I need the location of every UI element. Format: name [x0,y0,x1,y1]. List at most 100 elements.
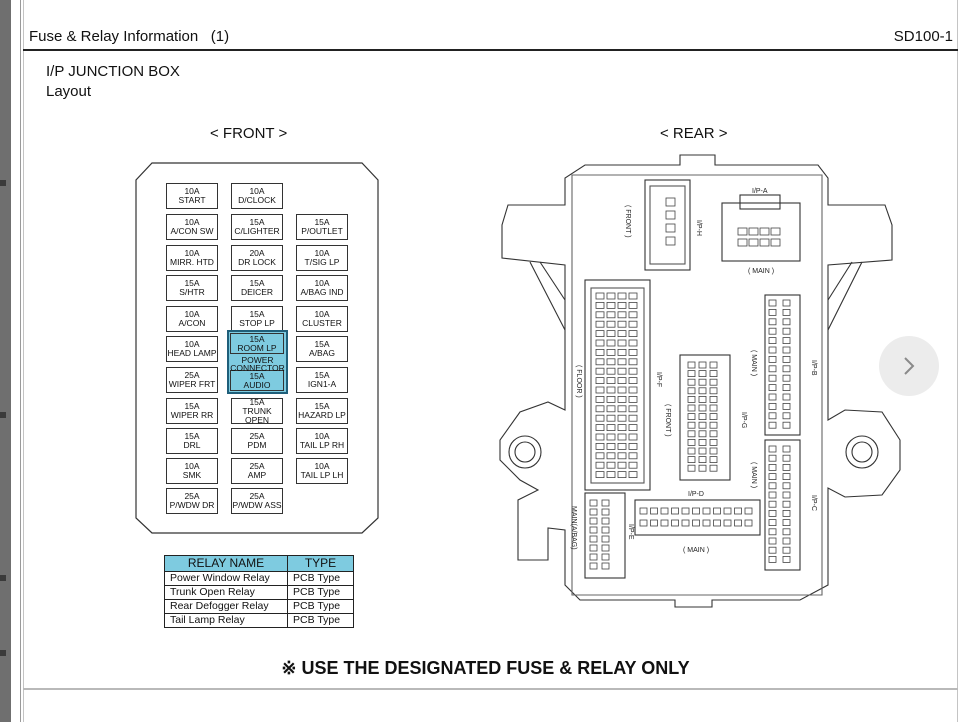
fuse-amperage: 25A [249,431,265,441]
connector-pin [595,471,605,479]
connector-pin [709,430,718,438]
connector-pin [768,299,777,307]
fuse-amperage: 10A [314,248,330,258]
connector-pin [617,471,627,479]
fuse-amperage: 10A [314,431,330,441]
connector-pin [698,395,707,403]
connector-pin [606,471,616,479]
fuse-name: A/CON [178,318,206,328]
connector-pin [709,438,718,446]
footer-divider [23,688,958,690]
fuse-amperage: 20A [249,248,265,258]
fuse-name: A/BAG [309,348,335,358]
fuse-name: A/BAG IND [300,287,344,297]
connector-pin [687,370,696,378]
fuse-amperage: 15A [249,396,265,407]
fuse-amperage: 10A [184,248,200,258]
connector-pin [589,562,598,570]
connector-pin [709,447,718,455]
connector-pin [617,414,627,422]
connector-pin [768,463,777,471]
page-code: SD100-1 [893,28,953,45]
connector-pin [617,301,627,309]
fuse-name: ROOM LP [237,342,277,353]
connector-pin [589,499,598,507]
connector-pin [709,361,718,369]
connector-pin [606,311,616,319]
connector-pin [768,384,777,392]
connector-pin [782,445,791,453]
fuse-amperage: 15A [249,217,265,227]
connector-pin [782,308,791,316]
connector-pin [687,395,696,403]
relay-name-cell: Tail Lamp Relay [164,613,288,628]
section-subtitle: Layout [46,83,92,100]
connector-pin [768,393,777,401]
connector-pin [770,238,781,247]
connector-pin [734,519,742,527]
ipe-label: I/P-E [627,524,634,540]
connector-pin [687,464,696,472]
connector-pin [698,413,707,421]
table-row: Rear Defogger Relay PCB Type [164,599,354,614]
connector-pin [606,330,616,338]
connector-pin [737,227,748,236]
fuse-name: HAZARD LP [298,410,346,420]
connector-pin [617,405,627,413]
connector-pin [698,404,707,412]
connector-pin [606,442,616,450]
connector-pin [617,348,627,356]
connector-pin [628,386,638,394]
connector-pin [595,330,605,338]
fuse-name: IGN1-A [307,379,337,389]
fuse-name: CLUSTER [302,318,342,328]
connector-pin [698,370,707,378]
connector-pin [665,236,676,246]
connector-pin [595,433,605,441]
connector-pin [595,405,605,413]
connector-pin [595,424,605,432]
connector-pin [617,311,627,319]
connector-pin [617,461,627,469]
connector-pin [734,507,742,515]
connector-pin [589,508,598,516]
connector-pin [589,544,598,552]
connector-pin [768,519,777,526]
connector-pin [698,387,707,395]
ipc-label: I/P-C [810,495,817,511]
connector-pin [606,386,616,394]
connector-pin [687,361,696,369]
connector-pin [595,414,605,422]
connector-pin [748,227,759,236]
connector-pin [768,473,777,481]
fuse-amperage: 10A [249,186,265,196]
next-page-button[interactable] [879,336,939,396]
connector-pin [782,463,791,471]
ipf-label: I/P-F [655,372,662,387]
connector-pin [782,473,791,481]
connector-pin [782,402,791,410]
connector-pin [698,378,707,386]
connector-pin [782,482,791,490]
connector-pin [601,526,610,534]
connector-pin [606,405,616,413]
connector-pin [639,507,648,515]
connector-pin [687,430,696,438]
fuse-amperage: 15A [314,339,330,349]
connector-pin [601,508,610,516]
table-row: Tail Lamp Relay PCB Type [164,613,354,628]
connector-pin [628,405,638,413]
connector-pin [595,377,605,385]
fuse-amperage: 15A [249,333,265,344]
connector-pin [768,374,777,382]
connector-pin [768,337,777,345]
connector-pin [617,320,627,328]
fuse-name: P/OUTLET [301,226,343,236]
page-border-left-inner [23,0,24,722]
